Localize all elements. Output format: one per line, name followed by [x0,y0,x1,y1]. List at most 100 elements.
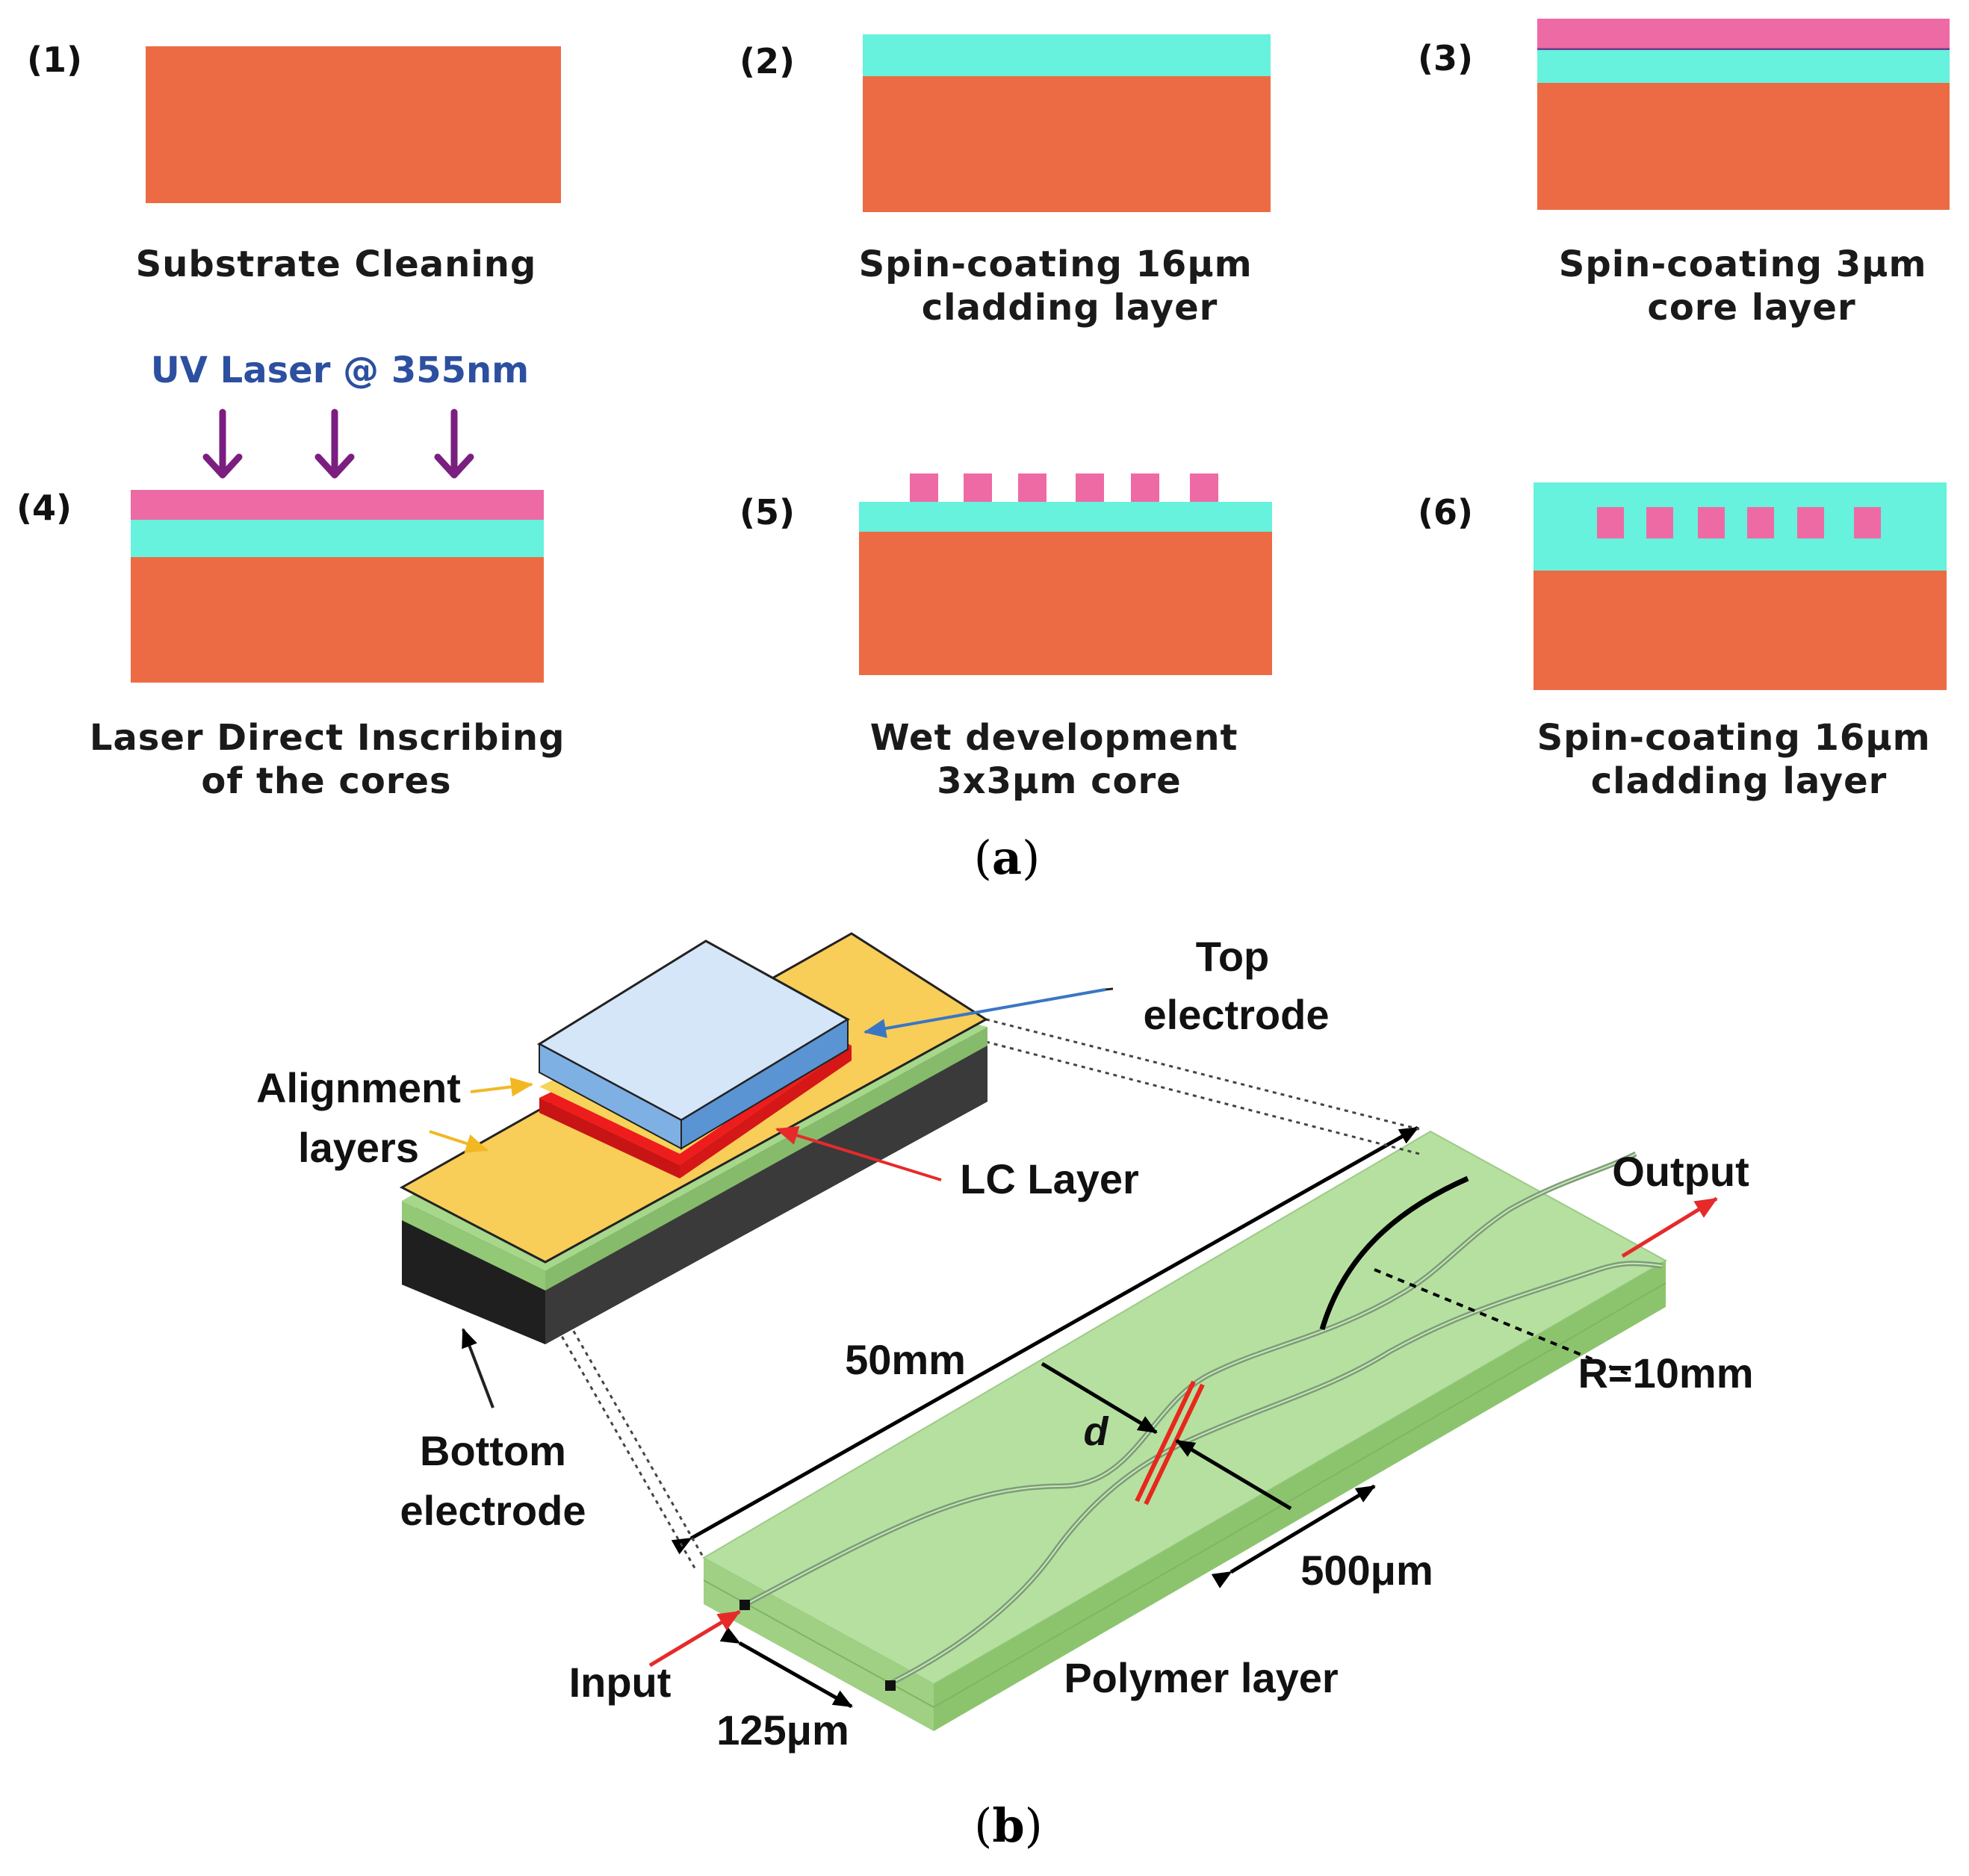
panel-a-label: (a) [974,830,1041,885]
bottom-electrode-pointer [462,1328,494,1408]
uv-arrow-3-head [434,453,474,479]
step-4-number: (4) [16,488,72,528]
step-4-caption-line-2: of the cores [201,760,451,802]
pitch-label: 125μm [716,1706,849,1754]
top-electrode-label-line-1: Top [1196,933,1269,980]
step-6-cladding [1534,482,1947,571]
step-4: (4) Laser Direct Inscribing of the cores [16,488,578,802]
step-5-core [1131,473,1159,502]
projection-line [985,1040,1420,1155]
step-6-caption: Spin-coating 16μm cladding layer [1537,717,1944,802]
polymer-layer-label: Polymer layer [1064,1654,1338,1701]
output-port-dot [885,1680,896,1691]
step-6-core [1646,507,1673,538]
step-4-cladding [131,520,544,557]
panel-b-label-open: ( [974,1798,992,1853]
electrode-stack [399,932,988,1344]
step-6-caption-line-2: cladding layer [1591,760,1888,802]
uv-arrow-1-head [202,453,243,479]
step-2-number: (2) [739,41,795,81]
lc-layer-label: LC Layer [960,1155,1139,1202]
step-6-core [1597,507,1624,538]
step-5-substrate [859,532,1272,675]
polymer-top-face [701,1130,1668,1686]
step-5-core [1018,473,1046,502]
step-1-number: (1) [27,40,82,80]
projection-line [548,1288,705,1559]
step-2-substrate [863,76,1271,212]
step-5-core [1190,473,1218,502]
gap-label: d [1084,1409,1109,1454]
gap-arrow-left [1041,1361,1158,1435]
top-electrode-pointer-tail [1105,987,1114,991]
alignment-layers-label-line-2: layers [298,1124,419,1171]
radius-line [1374,1268,1629,1376]
step-1: (1) Substrate Cleaning [27,40,561,285]
panel-b: Top electrode Alignment layers LC Layer … [256,932,1754,1853]
polymer-slab [701,1130,1668,1731]
uv-laser-label: UV Laser @ 355nm [151,350,529,391]
step-6-core [1854,507,1881,538]
input-port-dot [739,1600,750,1610]
step-3-caption-line-1: Spin-coating 3μm [1559,243,1927,285]
step-4-substrate [131,557,544,683]
step-5-cladding [859,502,1272,532]
panel-a-label-open: ( [974,830,992,885]
step-5-core [964,473,992,502]
step-5-cores [910,473,1218,502]
alignment-pointer-2 [429,1130,489,1153]
step-4-caption: Laser Direct Inscribing of the cores [90,717,578,802]
panel-b-label: (b) [974,1798,1043,1853]
step-6-core [1747,507,1774,538]
alignment-pointer-1 [470,1077,533,1097]
panel-b-label-close: ) [1025,1798,1043,1853]
panel-a-label-close: ) [1022,830,1040,885]
bottom-electrode-front [402,1216,545,1344]
alignment-layers-label-line-1: Alignment [256,1064,461,1111]
step-2: (2) Spin-coating 16μm cladding layer [739,34,1271,329]
step-3-core-layer [1537,19,1950,50]
step-5-caption-line-1: Wet development [870,717,1238,759]
output-label: Output [1612,1148,1749,1195]
step-5-core [910,473,938,502]
uv-laser: UV Laser @ 355nm [151,350,529,479]
lc-layer-pointer [775,1125,942,1181]
polymer-thin-layer-front [402,1201,545,1290]
top-electrode-pointer [863,988,1106,1038]
bottom-electrode-label-line-2: electrode [400,1487,586,1534]
projection-line [985,1018,1420,1131]
step-5-number: (5) [739,492,795,532]
step-2-caption: Spin-coating 16μm cladding layer [859,243,1266,329]
step-1-substrate [146,46,561,203]
step-6-substrate [1534,571,1947,690]
panel-a: (1) Substrate Cleaning (2) Spin-coating … [16,19,1950,885]
step-6-core [1698,507,1725,538]
step-5-caption-line-2: 3x3μm core [937,760,1181,802]
uv-arrow-2-head [314,453,355,479]
step-5-caption: Wet development 3x3μm core [870,717,1251,802]
step-3: (3) Spin-coating 3μm core layer [1418,19,1950,329]
step-4-core-layer [131,490,544,520]
length-label: 50mm [845,1336,966,1383]
polymer-thin-layer-right [545,1027,987,1290]
step-1-caption-line-1: Substrate Cleaning [136,243,537,285]
output-arrow [1621,1196,1718,1258]
bottom-electrode-label-line-1: Bottom [420,1427,566,1474]
input-arrow [648,1609,741,1668]
step-3-number: (3) [1418,38,1473,78]
bottom-electrode-right [545,1042,987,1344]
step-3-caption: Spin-coating 3μm core layer [1559,243,1940,329]
step-3-cladding [1537,50,1950,83]
step-1-caption: Substrate Cleaning [136,243,537,285]
input-label: Input [569,1659,672,1706]
step-5: (5) Wet development 3x3μm core [739,473,1272,802]
step-6: (6) Spin-coating 16μm cladding layer [1418,482,1947,802]
projection-lines [540,1018,1420,1571]
panel-b-label-letter: b [992,1798,1024,1853]
top-electrode-label-line-2: electrode [1144,991,1330,1038]
panel-a-label-letter: a [992,830,1022,885]
lc-layer-right [680,1046,852,1178]
coupling-length-arrow [1211,1484,1376,1588]
